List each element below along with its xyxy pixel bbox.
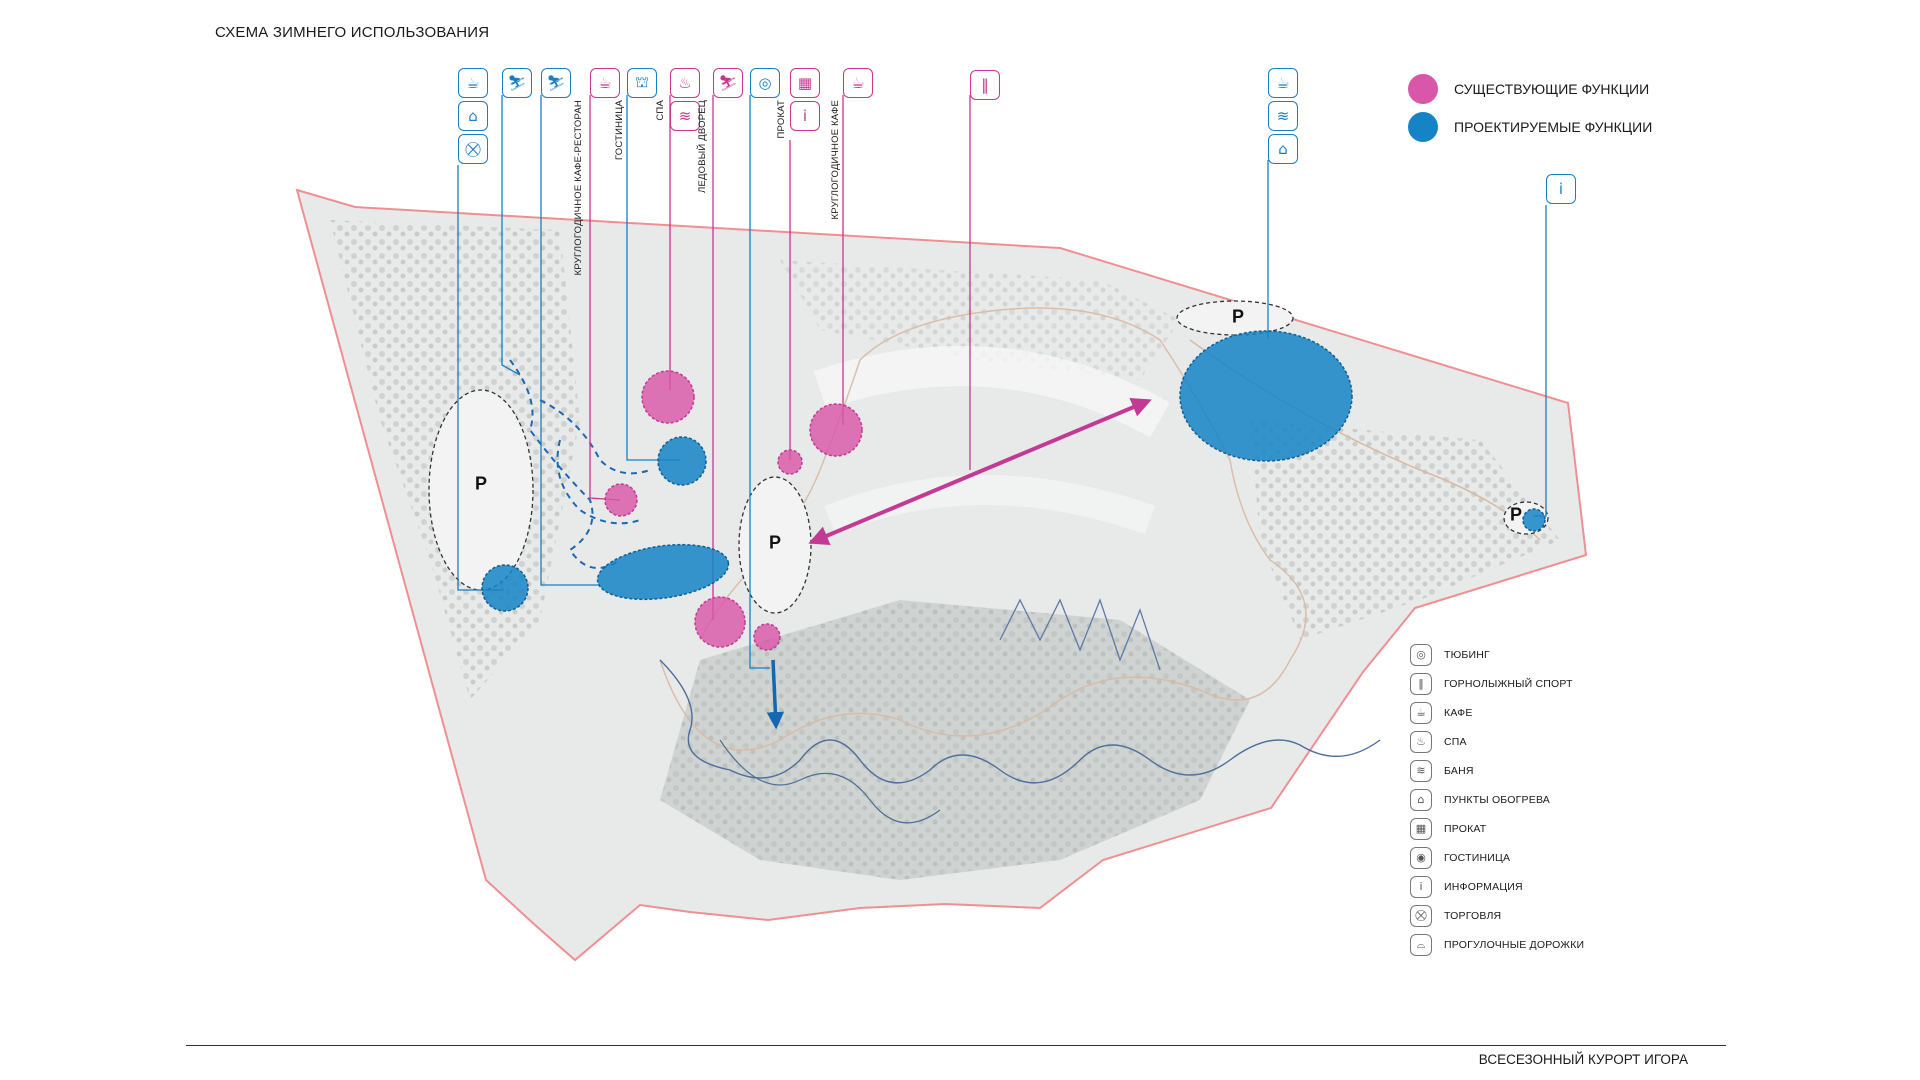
legend-row: ⛒ ТОРГОВЛЯ xyxy=(1410,901,1584,930)
planned-heating-point xyxy=(481,564,529,612)
cafe-icon: ☕ xyxy=(590,68,620,98)
existing-cafe-restaurant xyxy=(641,370,695,424)
walker-icon: ⛷ xyxy=(541,68,571,98)
cafe-icon: ☕ xyxy=(458,68,488,98)
spa-icon: ♨ xyxy=(670,68,700,98)
callout-label-rental: ПРОКАТ xyxy=(776,100,787,139)
ski-icon: ‖ xyxy=(970,70,1000,100)
legend-label: ГОСТИНИЦА xyxy=(1444,851,1511,864)
river xyxy=(719,739,941,824)
bath-icon: ≋ xyxy=(670,101,700,131)
heating-point-icon: ⌂ xyxy=(458,101,488,131)
tubing-icon: ◎ xyxy=(750,68,780,98)
river xyxy=(659,659,1381,784)
direction-arrow xyxy=(766,659,785,730)
footer-project-name: ВСЕСЕЗОННЫЙ КУРОРТ ИГОРА xyxy=(1478,1052,1688,1067)
parking-label: P xyxy=(768,532,782,553)
ski-run xyxy=(999,598,1161,671)
spa-icon: ♨ xyxy=(1410,730,1432,753)
callout-label-hotel: ГОСТИНИЦА xyxy=(614,100,625,161)
tubing-icon: ◎ xyxy=(1410,643,1432,666)
legend-label: ТОРГОВЛЯ xyxy=(1444,909,1502,922)
legend-row: ⌓ ПРОГУЛОЧНЫЕ ДОРОЖКИ xyxy=(1410,930,1584,959)
planned-functions xyxy=(481,330,1546,612)
existing-ice-palace xyxy=(694,596,746,648)
walkway-icon: ⌓ xyxy=(1410,933,1432,956)
legend-label: БАНЯ xyxy=(1444,764,1474,777)
page-title: СХЕМА ЗИМНЕГО ИСПОЛЬЗОВАНИЯ xyxy=(215,24,490,41)
legend-planned-label: ПРОЕКТИРУЕМЫЕ ФУНКЦИИ xyxy=(1454,119,1653,135)
legend-row: ⌂ ПУНКТЫ ОБОГРЕВА xyxy=(1410,785,1584,814)
cafe-icon: ☕ xyxy=(843,68,873,98)
parking-label: P xyxy=(1231,306,1245,327)
legend-row: ≋ БАНЯ xyxy=(1410,756,1584,785)
rental-icon: ▦ xyxy=(790,68,820,98)
heating-point-icon: ⌂ xyxy=(1268,134,1298,164)
legend-row: ▦ ПРОКАТ xyxy=(1410,814,1584,843)
shop-icon: ⛒ xyxy=(1410,904,1432,927)
callout-label-restaurant: КРУГЛОГОДИЧНОЕ КАФЕ-РЕСТОРАН xyxy=(573,100,584,276)
forest-area xyxy=(780,260,1180,380)
info-icon: i xyxy=(1546,174,1576,204)
dashed-trail xyxy=(539,399,651,475)
existing-cafe xyxy=(809,403,863,457)
ski-icon: ‖ xyxy=(1410,672,1432,695)
legend-label: ПУНКТЫ ОБОГРЕВА xyxy=(1444,793,1551,806)
walker-icon: ⛷ xyxy=(713,68,743,98)
dashed-trail xyxy=(556,439,641,525)
planned-cafe-zone xyxy=(1179,330,1353,462)
planned-restaurant-zone xyxy=(596,543,730,601)
info-icon: i xyxy=(790,101,820,131)
legend-row: ‖ ГОРНОЛЫЖНЫЙ СПОРТ xyxy=(1410,669,1584,698)
rental-icon: ▦ xyxy=(1410,817,1432,840)
legend-row: ◎ ТЮБИНГ xyxy=(1410,640,1584,669)
legend-row: ☕ КАФЕ xyxy=(1410,698,1584,727)
legend-label: ПРОКАТ xyxy=(1444,822,1487,835)
legend-label: СПА xyxy=(1444,735,1467,748)
walker-icon: ⛷ xyxy=(502,68,532,98)
ski-link-arrow xyxy=(808,397,1152,546)
existing-rental xyxy=(777,449,803,475)
footer-divider xyxy=(186,1045,1726,1046)
legend-label: КАФЕ xyxy=(1444,706,1473,719)
planned-spa xyxy=(657,436,707,486)
icon-legend: ◎ ТЮБИНГ ‖ ГОРНОЛЫЖНЫЙ СПОРТ ☕ КАФЕ ♨ СПА ≋ Б… xyxy=(1410,640,1584,959)
legend-label: ГОРНОЛЫЖНЫЙ СПОРТ xyxy=(1444,677,1573,690)
bath-icon: ≋ xyxy=(1268,101,1298,131)
parking-label: P xyxy=(1509,504,1523,525)
legend-label: ТЮБИНГ xyxy=(1444,648,1490,661)
dashed-trail xyxy=(509,359,621,569)
shop-icon: ⛒ xyxy=(458,134,488,164)
existing-hotel xyxy=(604,483,638,517)
existing-swatch xyxy=(1408,74,1438,104)
function-legend: СУЩЕСТВУЮЩИЕ ФУНКЦИИ ПРОЕКТИРУЕМЫЕ ФУНКЦ… xyxy=(1408,70,1652,146)
legend-existing: СУЩЕСТВУЮЩИЕ ФУНКЦИИ xyxy=(1408,70,1652,108)
callout-label-cafe: КРУГЛОГОДИЧНОЕ КАФЕ xyxy=(830,100,841,220)
hotel-icon: ⛫ xyxy=(627,68,657,98)
existing-spa xyxy=(753,623,781,651)
heating-point-icon: ⌂ xyxy=(1410,788,1432,811)
planned-swatch xyxy=(1408,112,1438,142)
planned-info-point xyxy=(1522,508,1546,532)
cafe-icon: ☕ xyxy=(1268,68,1298,98)
callout-label-spa: СПА xyxy=(655,100,666,121)
cafe-icon: ☕ xyxy=(1410,701,1432,724)
legend-label: ИНФОРМАЦИЯ xyxy=(1444,880,1523,893)
legend-row: ♨ СПА xyxy=(1410,727,1584,756)
legend-existing-label: СУЩЕСТВУЮЩИЕ ФУНКЦИИ xyxy=(1454,81,1650,97)
legend-label: ПРОГУЛОЧНЫЕ ДОРОЖКИ xyxy=(1444,938,1585,951)
info-icon: i xyxy=(1410,875,1432,898)
legend-row: ◉ ГОСТИНИЦА xyxy=(1410,843,1584,872)
forest-area xyxy=(1250,420,1560,640)
callout-label-ice-palace: ЛЕДОВЫЙ ДВОРЕЦ xyxy=(697,100,708,193)
forest-area xyxy=(660,600,1250,880)
legend-row: i ИНФОРМАЦИЯ xyxy=(1410,872,1584,901)
bath-icon: ≋ xyxy=(1410,759,1432,782)
hotel-icon: ◉ xyxy=(1410,846,1432,869)
legend-planned: ПРОЕКТИРУЕМЫЕ ФУНКЦИИ xyxy=(1408,108,1652,146)
parking-label: P xyxy=(474,473,488,494)
